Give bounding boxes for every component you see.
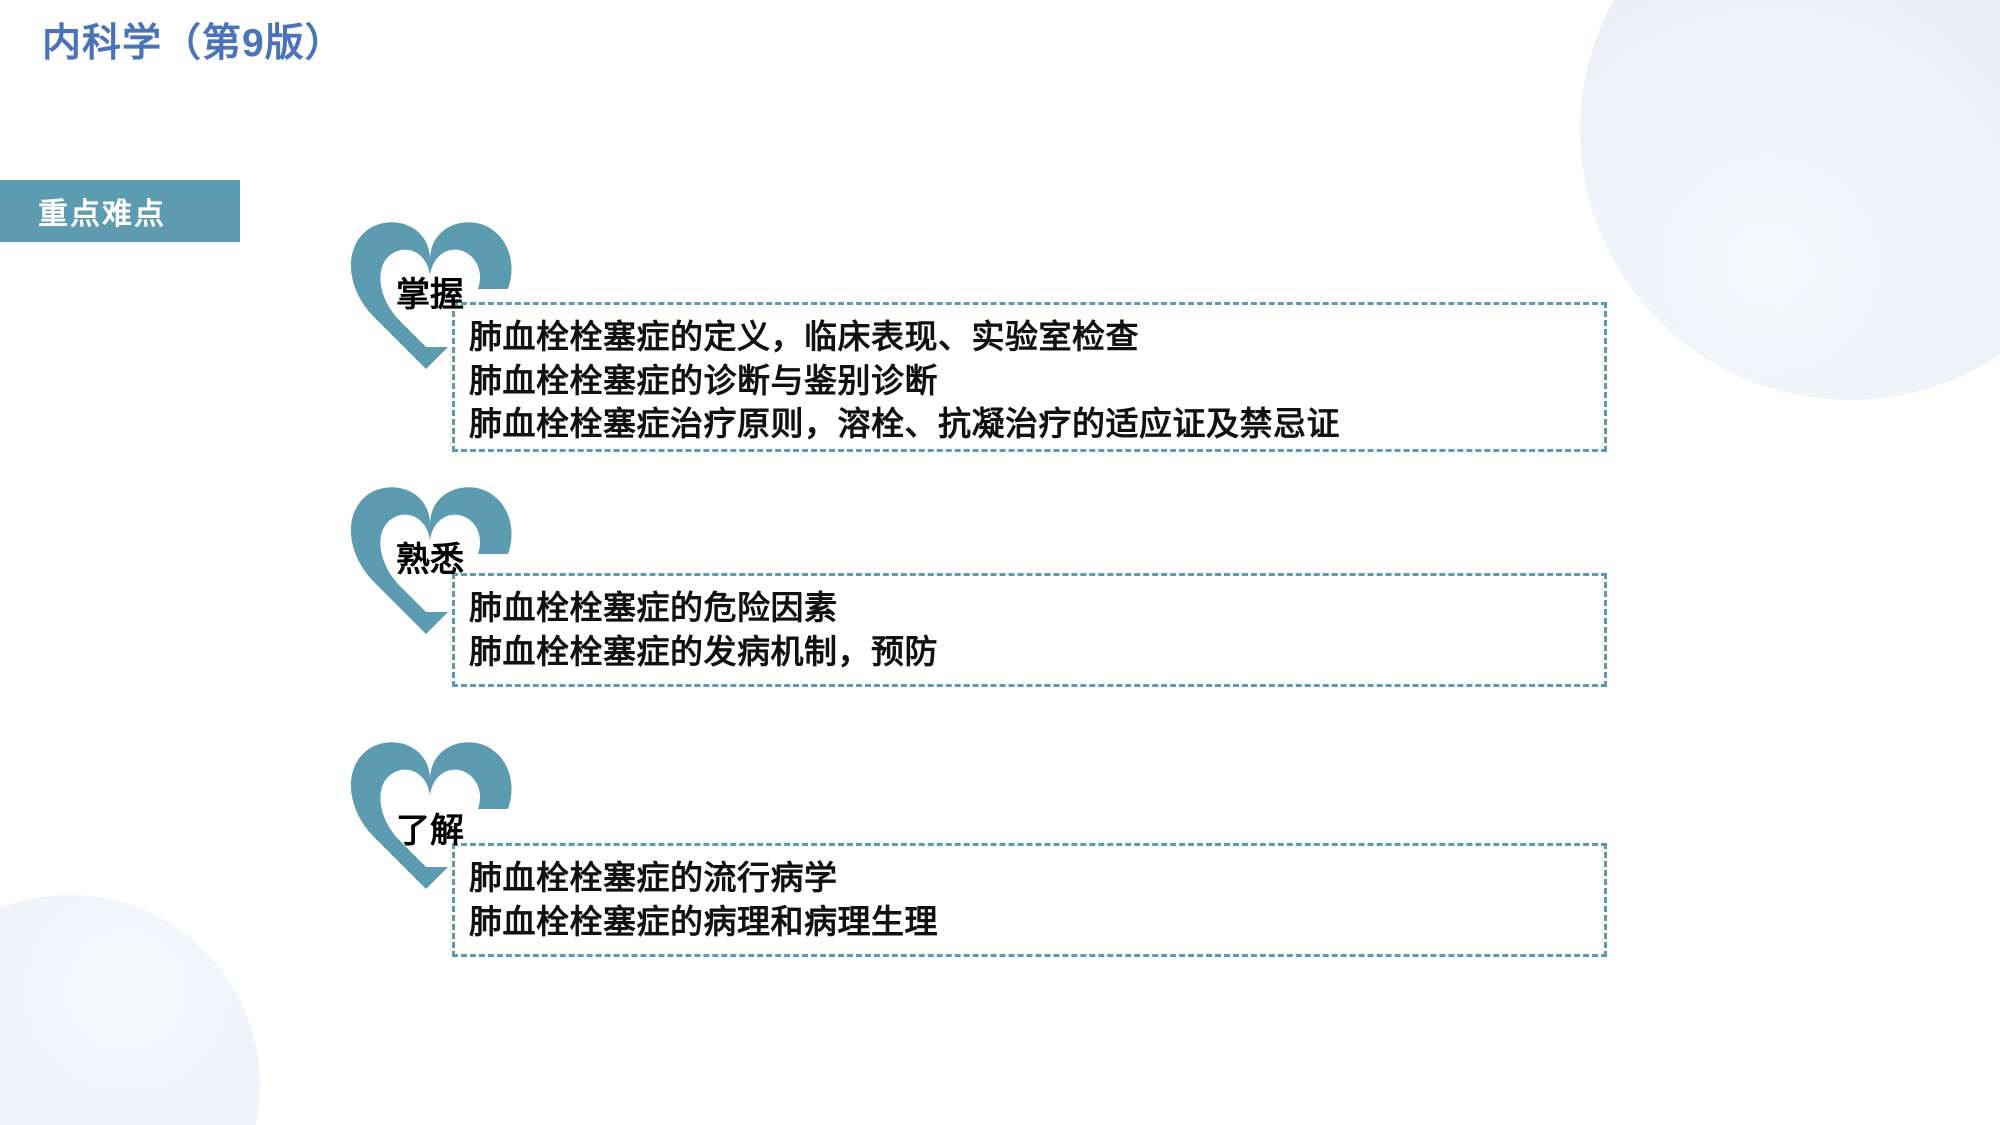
page-title: 内科学（第9版）: [42, 22, 345, 65]
objective-level-label: 熟悉: [396, 541, 464, 579]
objective-level-label: 了解: [396, 812, 464, 850]
objective-line: 肺血栓栓塞症的危险因素: [469, 589, 838, 626]
decorative-circle-top-right: [1580, 0, 2000, 400]
section-badge-label: 重点难点: [38, 198, 166, 231]
objective-group-2: 熟悉 肺血栓栓塞症的危险因素 肺血栓栓塞症的发病机制，预防: [330, 470, 1630, 690]
objective-group-3: 了解 肺血栓栓塞症的流行病学 肺血栓栓塞症的病理和病理生理: [330, 725, 1630, 957]
objective-line: 肺血栓栓塞症的发病机制，预防: [469, 632, 938, 670]
heart-outline-icon: [330, 725, 530, 905]
objective-line: 肺血栓栓塞症的病理和病理生理: [469, 902, 938, 940]
objective-line: 肺血栓栓塞症的定义，临床表现、实验室检查: [469, 318, 1139, 355]
objective-line: 肺血栓栓塞症的诊断与鉴别诊断: [469, 361, 938, 399]
objective-level-label: 掌握: [396, 276, 464, 314]
objective-line: 肺血栓栓塞症治疗原则，溶栓、抗凝治疗的适应证及禁忌证: [469, 405, 1340, 443]
objective-group-1: 掌握 肺血栓栓塞症的定义，临床表现、实验室检查 肺血栓栓塞症的诊断与鉴别诊断 肺…: [330, 205, 1630, 452]
heart-outline-icon: [330, 205, 530, 385]
decorative-circle-bottom-left: [0, 895, 260, 1125]
objective-box: 肺血栓栓塞症的流行病学 肺血栓栓塞症的病理和病理生理: [452, 843, 1607, 957]
section-badge: 重点难点: [0, 180, 240, 242]
heart-outline-icon: [330, 470, 530, 650]
objective-box: 肺血栓栓塞症的定义，临床表现、实验室检查 肺血栓栓塞症的诊断与鉴别诊断 肺血栓栓…: [452, 302, 1607, 452]
objective-box: 肺血栓栓塞症的危险因素 肺血栓栓塞症的发病机制，预防: [452, 573, 1607, 687]
objective-line: 肺血栓栓塞症的流行病学: [469, 859, 838, 896]
